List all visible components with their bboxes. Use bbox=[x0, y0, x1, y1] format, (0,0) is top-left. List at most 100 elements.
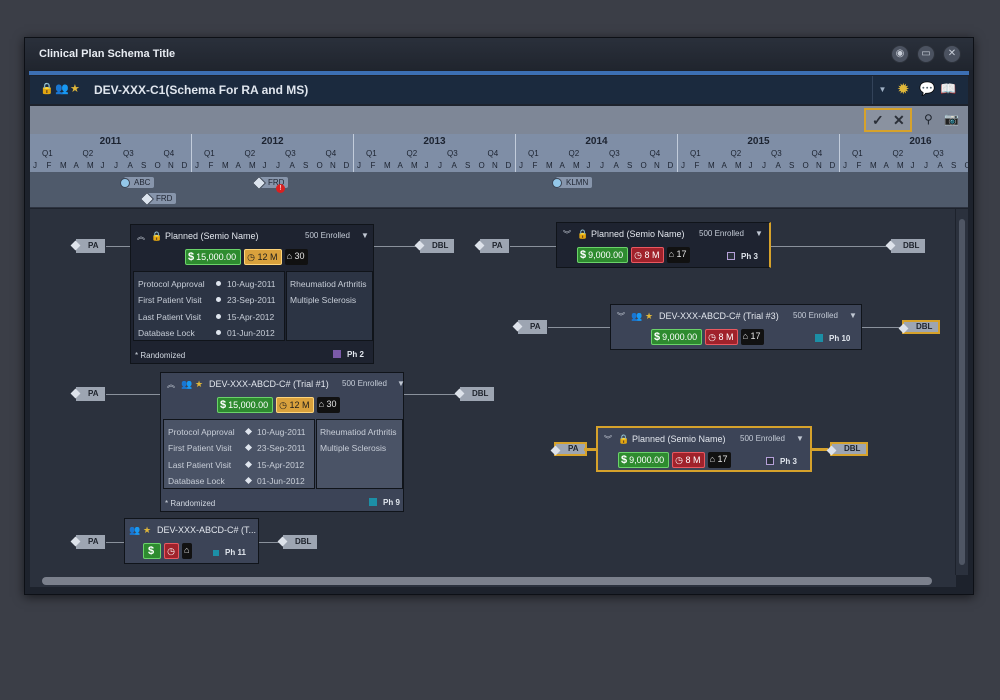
month-label: M bbox=[708, 161, 715, 170]
expand-icon[interactable]: ︾ bbox=[617, 312, 625, 321]
trial-card-collapsed[interactable]: 👥 ★ DEV-XXX-ABCD-C# (T... $◷⌂ Ph 11 bbox=[124, 518, 259, 564]
connector bbox=[510, 246, 556, 247]
milestone-abc[interactable]: ABC bbox=[119, 177, 155, 188]
month-label: M bbox=[60, 161, 67, 170]
dbl-node-selected[interactable]: DBL bbox=[902, 320, 941, 334]
collapse-icon[interactable]: ︽ bbox=[137, 232, 145, 241]
month-label: O bbox=[154, 161, 161, 170]
month-label: D bbox=[181, 161, 188, 170]
dbl-node[interactable]: DBL bbox=[460, 387, 495, 401]
month-label: J bbox=[262, 161, 267, 170]
budget-badge: $15,000.00 bbox=[217, 397, 274, 413]
indication: Multiple Sclerosis bbox=[320, 443, 387, 453]
horizontal-scrollbar[interactable] bbox=[30, 575, 956, 587]
chevron-down-icon[interactable]: ▼ bbox=[397, 379, 405, 388]
lock-icon: 🔒 bbox=[618, 434, 630, 444]
phase-label: Ph 2 bbox=[333, 350, 364, 359]
connector bbox=[106, 246, 130, 247]
monitor-icon[interactable]: ▭ bbox=[917, 45, 935, 63]
month-label: J bbox=[748, 161, 753, 170]
quarter-label: Q2 bbox=[892, 149, 904, 158]
metrics-row: $9,000.00◷ 8 M⌂ 17 bbox=[577, 247, 693, 263]
month-label: J bbox=[924, 161, 928, 170]
expand-icon[interactable]: ︾ bbox=[563, 230, 571, 239]
eye-icon[interactable]: ◉ bbox=[891, 45, 909, 63]
horizontal-scroll-thumb[interactable] bbox=[42, 577, 932, 585]
connector bbox=[106, 394, 160, 395]
month-label: S bbox=[951, 161, 957, 170]
card-title: Planned (Semio Name) bbox=[591, 229, 685, 239]
chevron-down-icon[interactable]: ▼ bbox=[849, 311, 857, 320]
milestone-row: ABC FRD FRD ! KLMN bbox=[30, 172, 968, 208]
trial-card-planned-ph2[interactable]: ︽ 🔒 Planned (Semio Name) 500 Enrolled ▼ … bbox=[130, 224, 374, 364]
clock-icon: ◷ bbox=[247, 252, 256, 262]
year-label: 2012 bbox=[261, 136, 284, 147]
pa-node[interactable]: PA bbox=[480, 239, 509, 253]
pa-node[interactable]: PA bbox=[76, 239, 105, 253]
vertical-scrollbar[interactable] bbox=[956, 209, 968, 575]
trial-card-planned-ph3[interactable]: ︾ 🔒 Planned (Semio Name) 500 Enrolled ▼ … bbox=[556, 222, 771, 268]
collapse-icon[interactable]: ︽ bbox=[167, 380, 175, 389]
sites-badge: ⌂ 17 bbox=[666, 247, 690, 263]
month-label: N bbox=[168, 161, 174, 170]
book-icon[interactable]: 📖 bbox=[940, 81, 957, 96]
month-label: J bbox=[276, 161, 280, 170]
connector bbox=[374, 246, 418, 247]
chevron-down-icon[interactable]: ▼ bbox=[361, 231, 369, 240]
month-label: M bbox=[222, 161, 229, 170]
clock-icon: ◷ bbox=[634, 250, 643, 260]
pa-node[interactable]: PA bbox=[518, 320, 547, 334]
star-icon: ★ bbox=[645, 311, 654, 321]
month-label: S bbox=[141, 161, 147, 170]
quarter-label: Q3 bbox=[771, 149, 782, 158]
schema-canvas[interactable]: PA ︽ 🔒 Planned (Semio Name) 500 Enrolled… bbox=[30, 209, 955, 575]
connector-selected bbox=[812, 448, 828, 451]
quarter-label: Q2 bbox=[244, 149, 256, 158]
quarter-label: Q3 bbox=[609, 149, 620, 158]
camera-icon[interactable]: 📷 bbox=[944, 112, 959, 126]
settings-icon[interactable]: ✹ bbox=[897, 81, 910, 98]
month-label: M bbox=[735, 161, 742, 170]
phase-label: Ph 3 bbox=[766, 457, 797, 466]
duration-badge: ◷ 8 M bbox=[672, 452, 705, 468]
enrolled-count: 500 Enrolled bbox=[342, 379, 387, 388]
quarter-label: Q4 bbox=[649, 149, 661, 158]
trial-card-planned-selected[interactable]: ︾ 🔒 Planned (Semio Name) 500 Enrolled ▼ … bbox=[596, 426, 812, 472]
trial-card-trial1[interactable]: ︽ 👥 ★ DEV-XXX-ABCD-C# (Trial #1) 500 Enr… bbox=[160, 372, 405, 512]
chevron-down-icon[interactable]: ▼ bbox=[796, 434, 804, 443]
indications-box: Rheumatiod Arthritis Multiple Sclerosis bbox=[286, 271, 373, 341]
pa-node-selected[interactable]: PA bbox=[554, 442, 587, 456]
dbl-node[interactable]: DBL bbox=[420, 239, 455, 253]
duration-badge: ◷ 12 M bbox=[244, 249, 282, 265]
chevron-down-icon[interactable]: ▼ bbox=[755, 229, 763, 238]
milestone-frd-alert[interactable]: FRD bbox=[258, 177, 289, 188]
star-icon: ★ bbox=[195, 379, 204, 389]
month-label: S bbox=[627, 161, 633, 170]
comment-icon[interactable]: 💬 bbox=[919, 81, 936, 96]
quarter-label: Q1 bbox=[366, 149, 377, 158]
dbl-node-selected[interactable]: DBL bbox=[830, 442, 869, 456]
vertical-scroll-thumb[interactable] bbox=[959, 219, 965, 565]
dbl-node[interactable]: DBL bbox=[891, 239, 926, 253]
cancel-icon[interactable]: ✕ bbox=[893, 112, 905, 128]
pa-node[interactable]: PA bbox=[76, 387, 105, 401]
milestone-klmn[interactable]: KLMN bbox=[551, 177, 593, 188]
phase-label: Ph 11 bbox=[213, 548, 246, 557]
expand-icon[interactable]: ︾ bbox=[604, 435, 612, 444]
phase-label: Ph 3 bbox=[727, 252, 758, 261]
pa-node[interactable]: PA bbox=[76, 535, 105, 549]
trial-card-trial3[interactable]: ︾ 👥 ★ DEV-XXX-ABCD-C# (Trial #3) 500 Enr… bbox=[610, 304, 862, 350]
close-icon[interactable]: ✕ bbox=[943, 45, 961, 63]
month-label: O bbox=[964, 161, 969, 170]
schema-dropdown[interactable]: ▼ bbox=[872, 76, 892, 104]
quarter-label: Q1 bbox=[528, 149, 539, 158]
dbl-node[interactable]: DBL bbox=[283, 535, 318, 549]
check-icon[interactable]: ✓ bbox=[872, 112, 884, 128]
zoom-icon[interactable]: ⚲ bbox=[924, 112, 933, 126]
month-label: N bbox=[816, 161, 822, 170]
card-title: DEV-XXX-ABCD-C# (Trial #1) bbox=[209, 379, 329, 389]
connector bbox=[404, 394, 458, 395]
milestone-frd[interactable]: FRD bbox=[146, 193, 177, 204]
